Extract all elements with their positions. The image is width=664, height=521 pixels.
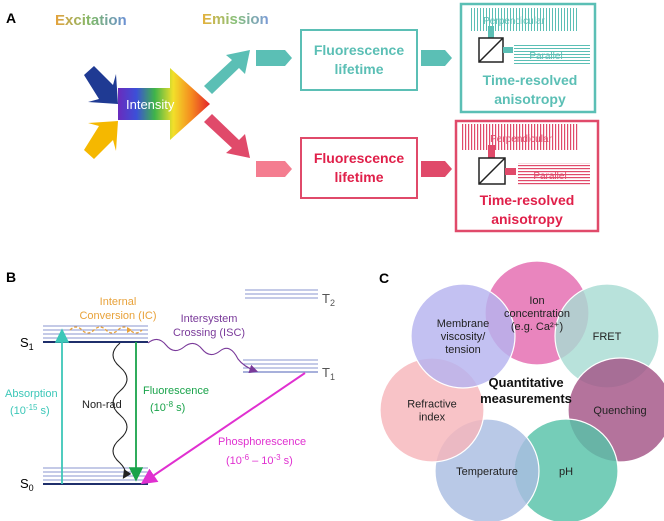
- s0-energy-levels: [43, 467, 148, 481]
- red-aniso-title-1: Time-resolved: [480, 192, 575, 208]
- measurement-label-6-0: Membrane: [437, 318, 490, 330]
- measurement-label-6-1: viscosity/: [441, 331, 487, 343]
- teal-lifetime-line2: lifetime: [334, 61, 383, 77]
- red-perpendicular-signal: [462, 124, 578, 150]
- intensity-arrow: [118, 68, 210, 140]
- panel-c-label: C: [379, 270, 389, 286]
- non-rad-path: [112, 342, 132, 479]
- red-perpendicular-label: Perpendicular: [490, 134, 552, 145]
- teal-parallel-signal: [514, 44, 590, 64]
- teal-lifetime-box: [300, 29, 418, 91]
- emission-label: Emission: [202, 11, 269, 28]
- measurement-label-0-0: Ion: [529, 295, 544, 307]
- red-anisotropy-panel: [454, 119, 600, 233]
- panel-b-label: B: [6, 269, 16, 285]
- measurement-label-0-1: concentration: [504, 308, 570, 320]
- measurement-circle-6: [410, 283, 516, 389]
- t1-label: T1: [322, 365, 335, 382]
- isc-label-2: Crossing (ISC): [173, 327, 245, 339]
- teal-perpendicular-signal: [470, 8, 578, 31]
- red-chevron-2: [421, 161, 452, 177]
- red-chevron-1: [256, 161, 292, 177]
- teal-diagonal-arrow: [204, 50, 250, 94]
- absorption-label: Absorption: [5, 388, 58, 400]
- measurement-label-6-2: tension: [445, 344, 480, 356]
- measurement-label-5-0: Refractive: [407, 399, 457, 411]
- phosphorescence-label: Phosphorescence: [218, 436, 306, 448]
- red-aniso-title-2: anisotropy: [491, 211, 563, 227]
- center-label-2: measurements: [480, 391, 572, 406]
- measurement-label-5-1: index: [419, 412, 446, 424]
- teal-anisotropy-panel: [459, 2, 597, 114]
- teal-aniso-title-1: Time-resolved: [483, 72, 578, 88]
- center-label-1: Quantitative: [488, 375, 563, 390]
- red-diagonal-arrow: [204, 114, 250, 158]
- excitation-arrow-blue: [84, 66, 118, 104]
- non-rad-label: Non-rad: [82, 399, 122, 411]
- phosphorescence-arrow: [140, 372, 306, 485]
- teal-parallel-label: Parallel: [529, 51, 562, 62]
- red-parallel-label: Parallel: [533, 171, 566, 182]
- excitation-label: Excitation: [55, 12, 127, 29]
- isc-path: [147, 338, 259, 374]
- s0-label: S0: [20, 476, 34, 493]
- t2-label: T2: [322, 291, 335, 308]
- s1-label: S1: [20, 335, 34, 352]
- red-lifetime-line1: Fluorescence: [314, 150, 404, 166]
- measurement-label-0-2: (e.g. Ca²⁺): [511, 321, 563, 333]
- internal-conversion-path: [69, 326, 143, 334]
- measurement-label-1-0: FRET: [593, 331, 622, 343]
- excitation-arrow-yellow: [84, 121, 118, 159]
- measurement-label-3-0: pH: [559, 466, 573, 478]
- teal-chevron-1: [256, 50, 292, 66]
- red-lifetime-line2: lifetime: [334, 169, 383, 185]
- ic-label-2: Conversion (IC): [79, 310, 156, 322]
- absorption-time: (10-15 s): [10, 403, 50, 417]
- isc-label-1: Intersystem: [181, 313, 238, 325]
- teal-aniso-title-2: anisotropy: [494, 91, 566, 107]
- phosphorescence-time: (10-6 – 10-3 s): [226, 453, 293, 467]
- teal-lifetime-line1: Fluorescence: [314, 42, 404, 58]
- panel-a-label: A: [6, 10, 16, 26]
- teal-chevron-2: [421, 50, 452, 66]
- measurement-label-2-0: Quenching: [593, 405, 646, 417]
- fluorescence-label: Fluorescence: [143, 385, 209, 397]
- teal-perpendicular-label: Perpendicular: [483, 16, 545, 27]
- red-parallel-signal: [518, 163, 590, 185]
- red-lifetime-box: [300, 137, 418, 199]
- fluorescence-time: (10-8 s): [150, 400, 185, 414]
- t2-energy-levels: [245, 289, 318, 299]
- measurement-label-4-0: Temperature: [456, 466, 518, 478]
- intensity-label: Intensity: [126, 97, 175, 112]
- ic-label-1: Internal: [100, 296, 137, 308]
